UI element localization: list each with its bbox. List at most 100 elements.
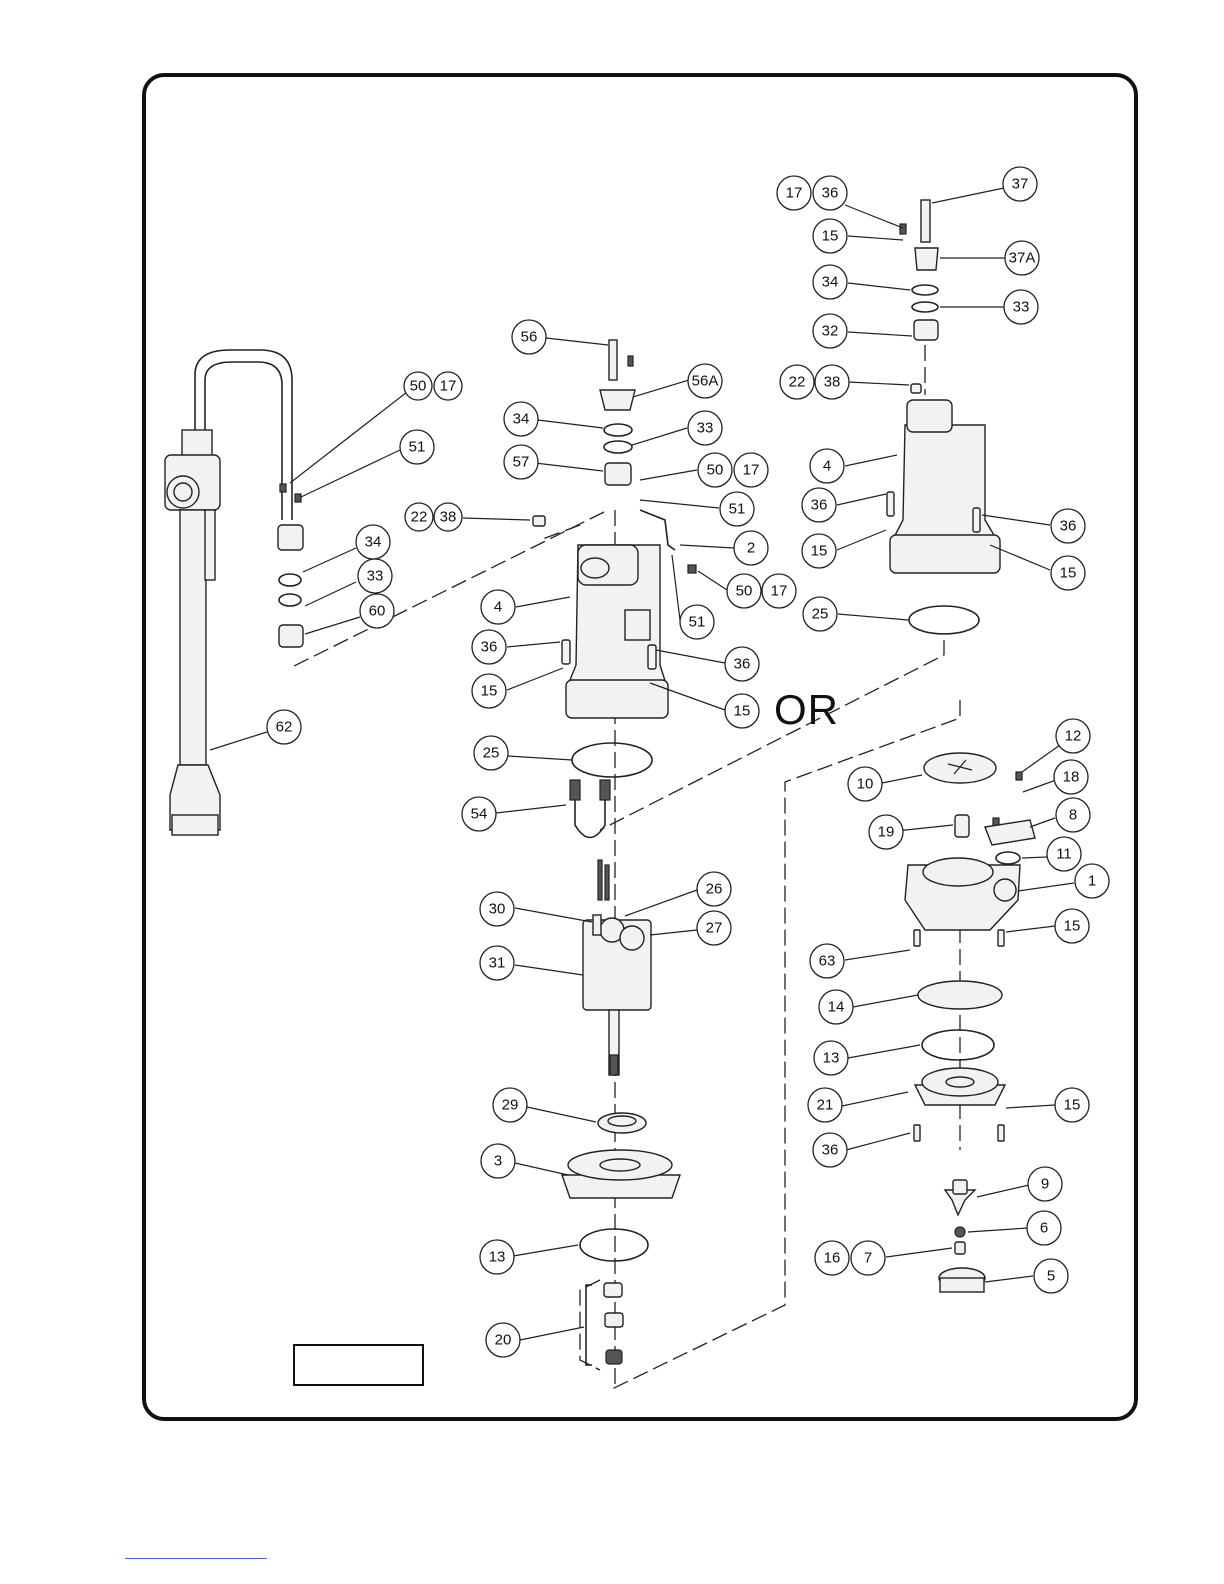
callout-22: 22: [780, 365, 814, 399]
callout-label: 1: [1088, 873, 1096, 890]
callout-label: 33: [1013, 299, 1030, 316]
callout-label: 26: [706, 881, 723, 898]
callout-17: 17: [734, 453, 768, 487]
discharge-pipe-assembly: [165, 350, 292, 835]
callout-label: 36: [734, 656, 751, 673]
callout-36: 36: [813, 1133, 847, 1167]
or-separator-label: OR: [774, 686, 839, 734]
callout-label: 50: [736, 583, 753, 600]
callout-label: 14: [828, 999, 845, 1016]
callout-38: 38: [815, 365, 849, 399]
assembly-dash-lines: [290, 345, 960, 1390]
callout-label: 15: [1060, 565, 1077, 582]
callout-15: 15: [813, 219, 847, 253]
callout-label: 12: [1065, 728, 1082, 745]
callout-37: 37: [1003, 167, 1037, 201]
title-box: [293, 1344, 424, 1386]
callout-15: 15: [1055, 909, 1089, 943]
callout-29: 29: [493, 1088, 527, 1122]
callout-label: 17: [786, 185, 803, 202]
callout-label: 38: [824, 374, 841, 391]
callout-63: 63: [810, 944, 844, 978]
callout-label: 17: [743, 462, 760, 479]
callout-label: 4: [823, 458, 831, 475]
callout-1: 1: [1075, 864, 1109, 898]
callout-32: 32: [813, 314, 847, 348]
callout-36: 36: [725, 647, 759, 681]
callout-label: 56: [521, 329, 538, 346]
callout-label: 32: [822, 323, 839, 340]
callout-38: 38: [434, 503, 462, 531]
callout-label: 62: [276, 719, 293, 736]
callout-label: 54: [471, 806, 488, 823]
callout-label: 33: [697, 420, 714, 437]
seal-bracket: [586, 1285, 592, 1365]
callout-label: 21: [817, 1097, 834, 1114]
callout-15: 15: [1055, 1088, 1089, 1122]
callout-56: 56: [512, 320, 546, 354]
callout-16: 16: [815, 1241, 849, 1275]
callout-12: 12: [1056, 719, 1090, 753]
callout-label: 51: [409, 439, 426, 456]
callout-21: 21: [808, 1088, 842, 1122]
callout-51: 51: [400, 430, 434, 464]
callout-label: 56A: [692, 373, 719, 390]
callout-51: 51: [720, 492, 754, 526]
callout-label: 63: [819, 953, 836, 970]
callout-25: 25: [803, 597, 837, 631]
callout-18: 18: [1054, 760, 1088, 794]
callout-20: 20: [486, 1323, 520, 1357]
callout-label: 60: [369, 603, 386, 620]
callout-label: 36: [481, 639, 498, 656]
callout-6: 6: [1027, 1211, 1061, 1245]
callout-label: 9: [1041, 1176, 1049, 1193]
callout-label: 30: [489, 901, 506, 918]
callout-label: 20: [495, 1332, 512, 1349]
callout-26: 26: [697, 872, 731, 906]
callout-19: 19: [869, 815, 903, 849]
callout-label: 38: [440, 509, 457, 526]
callout-label: 33: [367, 568, 384, 585]
callout-label: 10: [857, 776, 874, 793]
callout-label: 51: [689, 614, 706, 631]
callout-33: 33: [358, 559, 392, 593]
callout-17: 17: [777, 176, 811, 210]
callout-17: 17: [434, 372, 462, 400]
callout-label: 36: [811, 497, 828, 514]
callout-15: 15: [725, 694, 759, 728]
callout-60: 60: [360, 594, 394, 628]
callout-label: 25: [812, 606, 829, 623]
callout-label: 8: [1069, 807, 1077, 824]
callout-36: 36: [813, 176, 847, 210]
callout-label: 34: [365, 534, 382, 551]
callout-31: 31: [480, 946, 514, 980]
callout-33: 33: [1004, 290, 1038, 324]
callout-label: 50: [410, 378, 427, 395]
callout-label: 15: [481, 683, 498, 700]
callout-label: 17: [440, 378, 457, 395]
callout-50: 50: [727, 574, 761, 608]
callout-7: 7: [851, 1241, 885, 1275]
callout-36: 36: [802, 488, 836, 522]
callout-34: 34: [504, 402, 538, 436]
callout-label: 4: [494, 599, 502, 616]
callout-label: 36: [822, 1142, 839, 1159]
callout-label: 36: [822, 185, 839, 202]
callout-36: 36: [472, 630, 506, 664]
callout-22: 22: [405, 503, 433, 531]
callout-label: 31: [489, 955, 506, 972]
callout-label: 2: [747, 540, 755, 557]
callout-62: 62: [267, 710, 301, 744]
callout-30: 30: [480, 892, 514, 926]
callout-11: 11: [1047, 837, 1081, 871]
callout-36: 36: [1051, 509, 1085, 543]
callout-34: 34: [813, 265, 847, 299]
callout-label: 18: [1063, 769, 1080, 786]
callout-50: 50: [698, 453, 732, 487]
right-pump-end-assembly: [905, 753, 1035, 1292]
callout-13: 13: [814, 1041, 848, 1075]
callout-51: 51: [680, 605, 714, 639]
callout-15: 15: [802, 534, 836, 568]
callout-34: 34: [356, 525, 390, 559]
callout-14: 14: [819, 990, 853, 1024]
